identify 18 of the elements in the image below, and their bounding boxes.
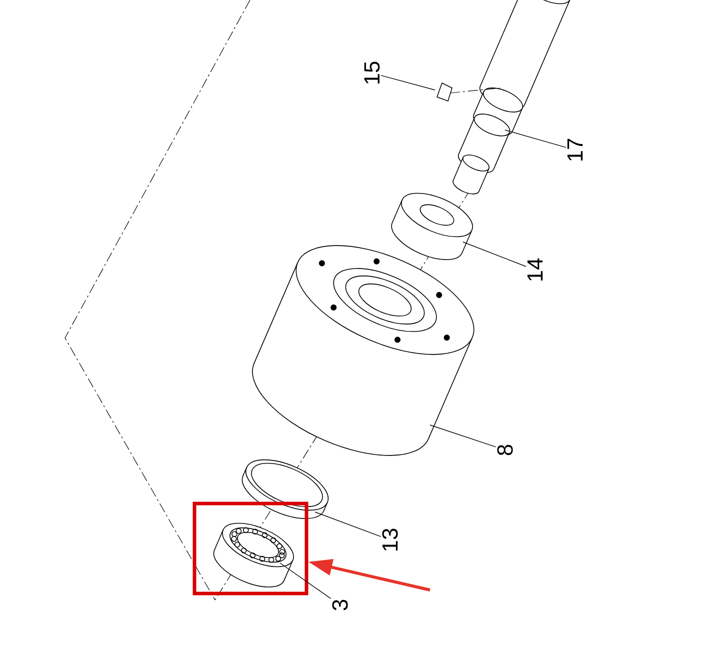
callout-number: 15 xyxy=(364,62,380,84)
callout-number: 14 xyxy=(527,258,543,281)
callout-number: 13 xyxy=(382,528,398,551)
bearing-drawing xyxy=(213,522,294,588)
leader-line xyxy=(280,562,332,599)
leader-line xyxy=(504,130,566,148)
housing-drawing xyxy=(252,245,474,456)
leader-line xyxy=(462,242,526,267)
centre-line xyxy=(450,88,500,94)
leader-line xyxy=(430,424,496,448)
callout-number: 17 xyxy=(567,138,583,161)
bearing-drawing xyxy=(391,192,473,260)
leader-line xyxy=(380,75,436,90)
callout-number: 8 xyxy=(497,444,513,456)
highlight-frame xyxy=(192,502,308,596)
leader-line xyxy=(314,512,382,537)
callout-number: 3 xyxy=(332,600,348,610)
seal-ring-drawing xyxy=(242,459,328,519)
